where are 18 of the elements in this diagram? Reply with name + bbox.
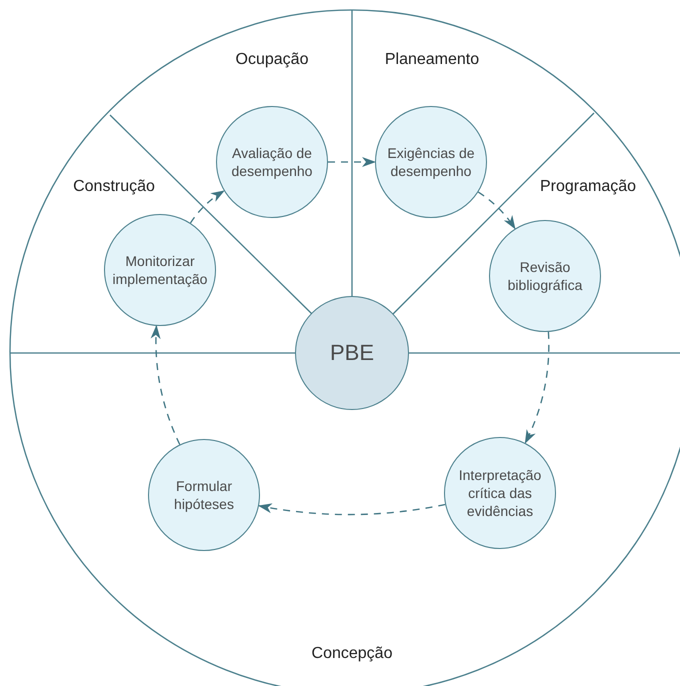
dashed-arrow (524, 332, 550, 444)
sector-label: Planeamento (384, 51, 480, 69)
dashed-arrow (478, 192, 516, 230)
step-label: Formular hipóteses (173, 476, 235, 514)
step-label: Revisão bibliográfica (506, 258, 584, 294)
sector-label: Concepção (312, 645, 392, 663)
step-label: Exigências de desempenho (386, 144, 476, 180)
sector-label: Construção (73, 178, 155, 196)
dashed-arrow (258, 503, 446, 516)
step-label: Interpretação crítica das evidências (458, 466, 542, 520)
sector-label: Ocupação (236, 51, 308, 69)
dashed-arrow (190, 190, 225, 224)
step-label: Monitorizar implementação (112, 252, 208, 288)
dashed-arrow (150, 324, 180, 445)
step-label: Avaliação de desempenho (230, 144, 314, 180)
sector-label: Programação (540, 178, 636, 196)
center-label: PBE (330, 338, 374, 367)
dashed-arrow (328, 157, 376, 167)
